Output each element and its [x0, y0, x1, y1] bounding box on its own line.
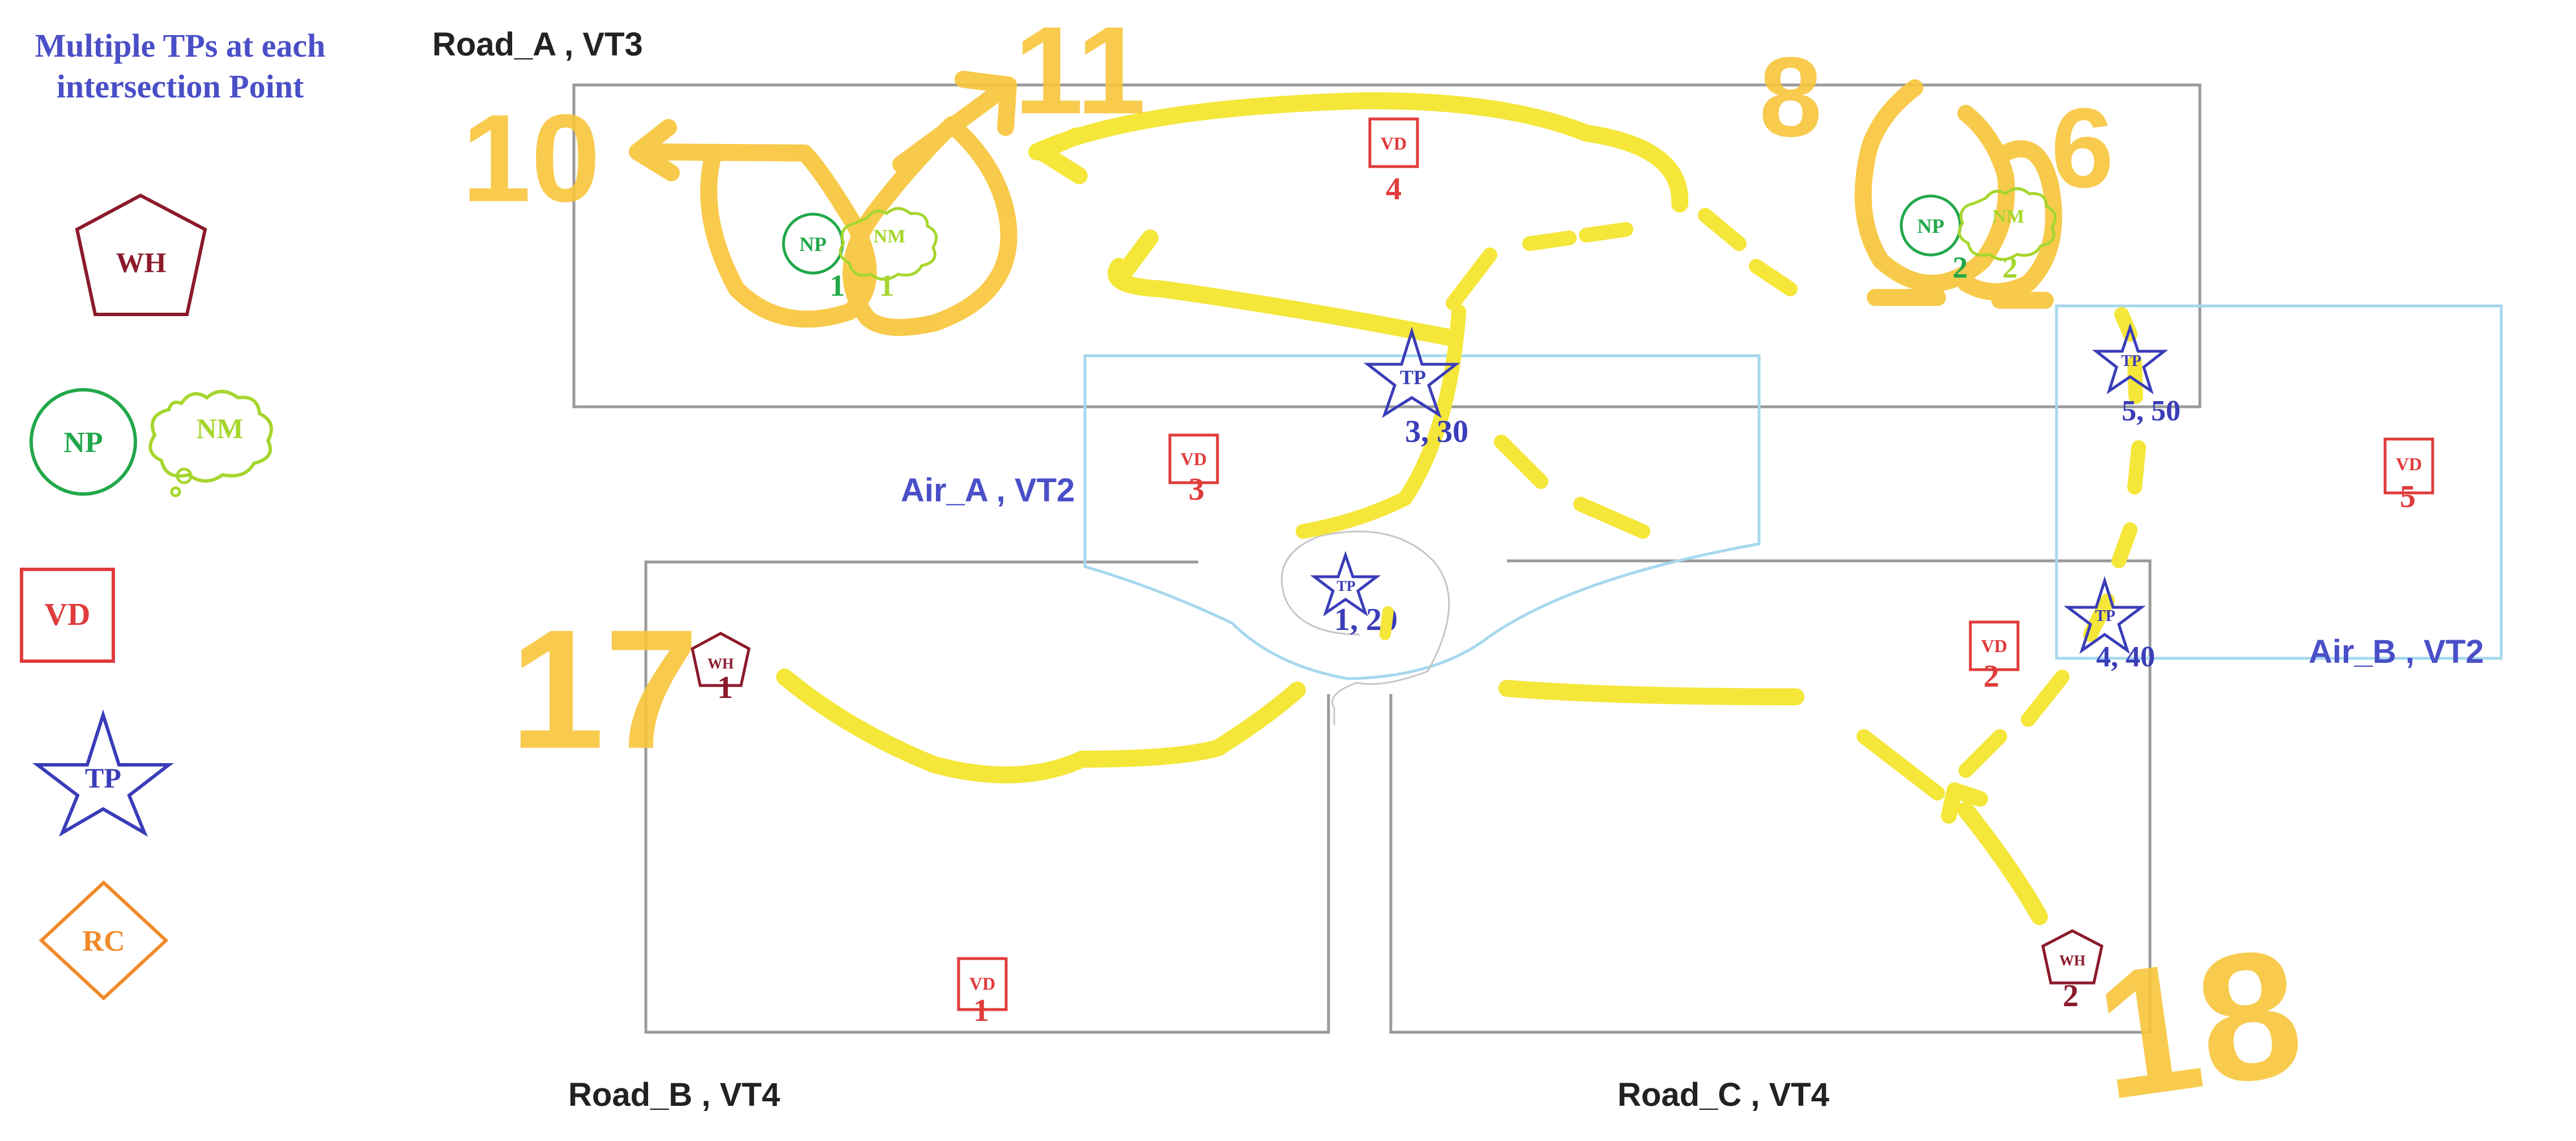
region-labels: Road_A , VT3 Road_B , VT4 Road_C , VT4 A… — [432, 26, 2484, 1113]
annotation-number-18: 18 — [2085, 909, 2313, 1138]
legend-title-line1: Multiple TPs at each — [35, 27, 326, 64]
legend-vd-label: VD — [45, 597, 91, 632]
annotation-arrow-11 — [892, 71, 1017, 173]
road-b-label: Road_B , VT4 — [568, 1076, 780, 1113]
np-node-2-id: 2 — [1953, 250, 1968, 284]
route-dashed-right — [1857, 307, 2146, 801]
vd-node-4-label: VD — [1381, 133, 1407, 154]
legend-tp-icon: TP — [32, 709, 174, 837]
routes — [776, 92, 2146, 925]
legend-wh-label: WH — [116, 246, 167, 278]
annotation-arrow-10 — [629, 119, 680, 181]
route-dashed-lower — [1494, 435, 1650, 539]
tp-node-3-id: 3, 30 — [1405, 414, 1468, 449]
nm-node-2[interactable]: NM 2 — [1957, 187, 2057, 284]
route-tp1-to-road-c — [1498, 680, 1804, 705]
air-a-label: Air_A , VT2 — [901, 472, 1075, 509]
air-regions — [1083, 304, 2503, 725]
nm-node-2-label: NM — [1992, 206, 2025, 227]
annotation-loop-right — [842, 116, 1017, 336]
route-mark-near-tp1 — [1379, 606, 1394, 640]
route-wh2 — [1957, 802, 2048, 925]
np-node-1-label: NP — [799, 233, 827, 256]
nm-node-1-label: NM — [874, 226, 906, 247]
tp-node-1-label: TP — [1336, 578, 1355, 594]
tp-node-4[interactable]: TP 4, 40 — [2063, 576, 2155, 673]
vd-node-3-id: 3 — [1189, 472, 1204, 507]
route-to-road-a — [1108, 258, 1456, 346]
legend-nm-label: NM — [196, 412, 243, 444]
annotation-number-8: 8 — [1759, 34, 1822, 160]
wh-node-1-id: 1 — [717, 670, 733, 705]
vd-node-2[interactable]: VD 2 — [1969, 620, 2020, 694]
legend-vd-icon: VD — [20, 568, 115, 663]
vd-node-5[interactable]: VD 5 — [2383, 437, 2434, 514]
vd-node-1-label: VD — [969, 973, 995, 994]
vd-node-3[interactable]: VD 3 — [1168, 433, 1219, 507]
tp-node-5[interactable]: TP 5, 50 — [2092, 323, 2181, 427]
legend-np-icon: NP — [29, 388, 137, 496]
route-arrowhead-middle — [1116, 229, 1159, 280]
vd-node-5-id: 5 — [2400, 479, 2416, 514]
annotation-number-17: 17 — [510, 594, 699, 784]
intersection-outline — [1281, 530, 1450, 725]
legend-nm-icon: NM — [148, 390, 273, 497]
vd-node-4-id: 4 — [1386, 172, 1402, 207]
vd-node-2-id: 2 — [1983, 659, 1999, 694]
road-b-region — [644, 560, 1330, 1034]
legend-np-label: NP — [63, 427, 103, 459]
annotation-numbers: 10 11 8 6 17 18 — [462, 1, 2313, 1138]
np-node-1[interactable]: NP 1 — [782, 212, 845, 303]
road-c-region — [1389, 559, 2152, 1034]
legend-tp-label: TP — [85, 762, 121, 794]
np-node-1-id: 1 — [830, 269, 845, 303]
vd-node-1[interactable]: VD 1 — [957, 957, 1008, 1028]
wh-node-2-label: WH — [2059, 952, 2085, 969]
route-arrowhead-upper — [1033, 127, 1088, 184]
route-arrowhead-wh2 — [1941, 782, 1988, 824]
annotation-loop-right-1 — [1854, 79, 2015, 292]
legend-rc-icon: RC — [39, 880, 169, 1001]
air-b-label: Air_B , VT2 — [2309, 633, 2484, 670]
route-to-node-4 — [1028, 92, 1689, 212]
road-a-label: Road_A , VT3 — [432, 26, 643, 63]
legend-rc-label: RC — [82, 925, 125, 957]
air-b-region — [2055, 304, 2503, 660]
annotation-loop-left — [629, 143, 877, 328]
road-c-label: Road_C , VT4 — [1617, 1076, 1829, 1113]
wh-node-2[interactable]: WH 2 — [2041, 929, 2104, 1014]
annotation-number-6: 6 — [2051, 85, 2114, 211]
vd-node-5-label: VD — [2396, 454, 2422, 474]
route-tp3-to-tp1 — [1296, 304, 1466, 539]
np-node-2-label: NP — [1917, 215, 1944, 237]
tp-node-5-id: 5, 50 — [2122, 395, 2181, 427]
nm-node-1-id: 1 — [879, 269, 895, 303]
annotations — [629, 71, 2062, 336]
wh-node-2-id: 2 — [2063, 978, 2079, 1014]
nm-node-1[interactable]: NM 1 — [838, 207, 938, 303]
vd-node-3-label: VD — [1181, 449, 1207, 469]
tp-node-5-label: TP — [2121, 352, 2141, 370]
annotation-underline-right — [1867, 289, 2054, 309]
annotation-number-10: 10 — [462, 88, 601, 228]
wh-node-1[interactable]: WH 1 — [691, 632, 751, 705]
vd-node-4[interactable]: VD 4 — [1368, 117, 1419, 207]
route-wh1-to-tp1 — [776, 669, 1306, 784]
legend: Multiple TPs at each intersection Point … — [20, 27, 326, 1001]
air-a-region — [1083, 354, 1761, 680]
route-dashed-upper — [1446, 208, 1798, 310]
legend-title-line2: intersection Point — [57, 68, 304, 105]
wh-node-1-label: WH — [708, 655, 734, 672]
tp-node-4-label: TP — [2095, 607, 2115, 625]
tp-node-3-label: TP — [1400, 366, 1426, 389]
road-regions — [572, 83, 2202, 1034]
tp-node-3[interactable]: TP 3, 30 — [1363, 326, 1468, 449]
annotation-number-11: 11 — [1014, 1, 1146, 140]
vd-node-1-id: 1 — [973, 993, 989, 1028]
legend-wh-icon: WH — [75, 193, 207, 316]
vd-node-2-label: VD — [1981, 636, 2007, 656]
nm-node-2-id: 2 — [2003, 250, 2018, 284]
tp-node-4-id: 4, 40 — [2096, 641, 2155, 673]
